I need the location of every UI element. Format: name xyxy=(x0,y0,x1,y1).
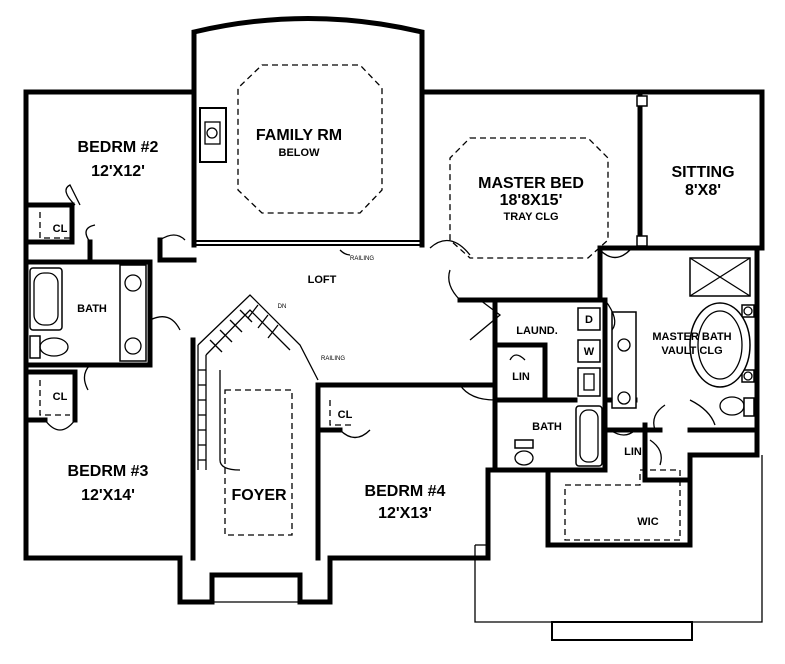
master-bedroom: MASTER BED 18'8X15' TRAY CLG xyxy=(449,137,631,259)
dryer-label: D xyxy=(585,314,593,326)
master-bed-name: MASTER BED xyxy=(478,175,584,192)
laundry: LAUND. D W LIN xyxy=(469,299,601,397)
walk-in-closet: LIN WIC xyxy=(564,429,681,541)
bedroom-2-name: BEDRM #2 xyxy=(78,139,159,156)
master-bath-name: MASTER BATH xyxy=(652,331,731,343)
stair-direction: DN xyxy=(278,304,287,310)
washer-label: W xyxy=(584,346,595,358)
bedroom-3-name: BEDRM #3 xyxy=(68,463,149,480)
bedroom-3: CL BEDRM #3 12'X14' xyxy=(39,380,149,504)
closet-label: CL xyxy=(338,409,353,421)
wic-name: WIC xyxy=(637,516,658,528)
laundry-name: LAUND. xyxy=(516,325,558,337)
bedroom-4-size: 12'X13' xyxy=(378,505,432,522)
sitting-room: SITTING 8'X8' xyxy=(636,95,735,247)
linen-closet-label: LIN xyxy=(624,446,642,458)
bedroom-2-size: 12'X12' xyxy=(91,163,145,180)
stairs: DN RAILING FOYER xyxy=(197,294,345,536)
closet-label: CL xyxy=(53,391,68,403)
closet-label: CL xyxy=(53,223,68,235)
bath-center: BATH xyxy=(514,405,603,467)
bedroom-3-size: 12'X14' xyxy=(81,487,135,504)
master-bath: MASTER BATH VAULT CLG xyxy=(604,257,755,431)
bath-label: BATH xyxy=(77,303,107,315)
family-room-note: BELOW xyxy=(279,147,321,159)
bath-left: BATH xyxy=(29,264,181,391)
loft: RAILING LOFT xyxy=(308,239,496,401)
bedroom-2: BEDRM #2 12'X12' CL xyxy=(39,139,186,243)
railing-label: RAILING xyxy=(350,256,374,262)
sitting-name: SITTING xyxy=(671,164,734,181)
sitting-size: 8'X8' xyxy=(685,182,721,199)
railing-label: RAILING xyxy=(321,356,345,362)
bath-label: BATH xyxy=(532,421,562,433)
family-room-name: FAMILY RM xyxy=(256,127,342,144)
interior-walls xyxy=(23,89,760,561)
master-bed-note: TRAY CLG xyxy=(503,211,558,223)
foyer-name: FOYER xyxy=(231,487,287,504)
porch xyxy=(212,455,763,641)
bedroom-4-name: BEDRM #4 xyxy=(365,483,446,500)
linen-closet-label: LIN xyxy=(512,371,530,383)
bedroom-4: CL BEDRM #4 12'X13' xyxy=(329,400,446,522)
master-bath-note: VAULT CLG xyxy=(661,345,722,357)
loft-name: LOFT xyxy=(308,274,337,286)
master-bed-size: 18'8X15' xyxy=(500,192,563,209)
family-room: FAMILY RM BELOW xyxy=(199,64,383,214)
